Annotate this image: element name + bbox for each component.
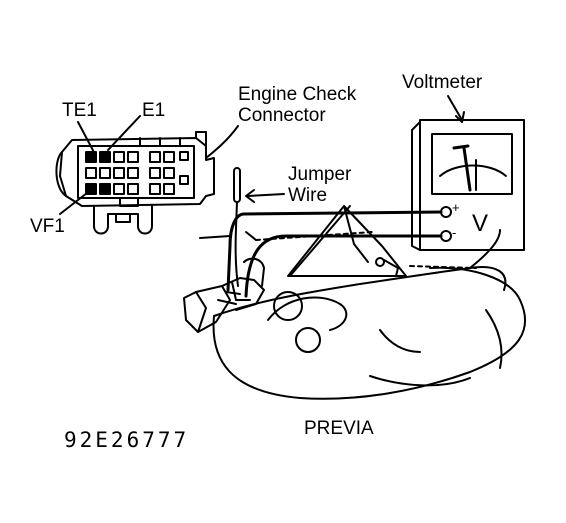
connector-detail	[55, 131, 215, 235]
engine-compartment	[183, 205, 527, 400]
vf1-label: VF1	[30, 216, 65, 237]
e1-label: E1	[142, 100, 166, 121]
voltmeter	[411, 119, 525, 251]
engine-check-connector-line-1: Engine Check	[238, 84, 357, 105]
voltmeter-leader	[447, 95, 463, 121]
connector-pins	[85, 151, 189, 195]
test-leads	[199, 210, 443, 298]
vehicle-model-label: PREVIA	[304, 418, 374, 439]
engine-check-connector-line-2: Connector	[238, 105, 326, 126]
voltmeter-label: Voltmeter	[402, 72, 483, 93]
meter-minus-label: -	[452, 225, 457, 240]
engine-check-connector-label: Engine Check Connector	[238, 84, 356, 126]
voltmeter-arrow	[455, 111, 465, 123]
jumper-wire-line-2: Wire	[288, 185, 328, 206]
te1-label: TE1	[62, 100, 97, 121]
pin-leaders	[59, 115, 141, 215]
jumper-leader	[247, 193, 285, 197]
jumper-wire	[233, 167, 285, 287]
meter-plus-label: +	[452, 200, 460, 215]
meter-v-label: V	[472, 210, 489, 237]
connector-leader	[205, 125, 239, 159]
jumper-wire-label: Jumper Wire	[288, 164, 351, 206]
figure-code: 92E26777	[64, 428, 190, 452]
jumper-wire-line-1: Jumper	[288, 164, 352, 185]
